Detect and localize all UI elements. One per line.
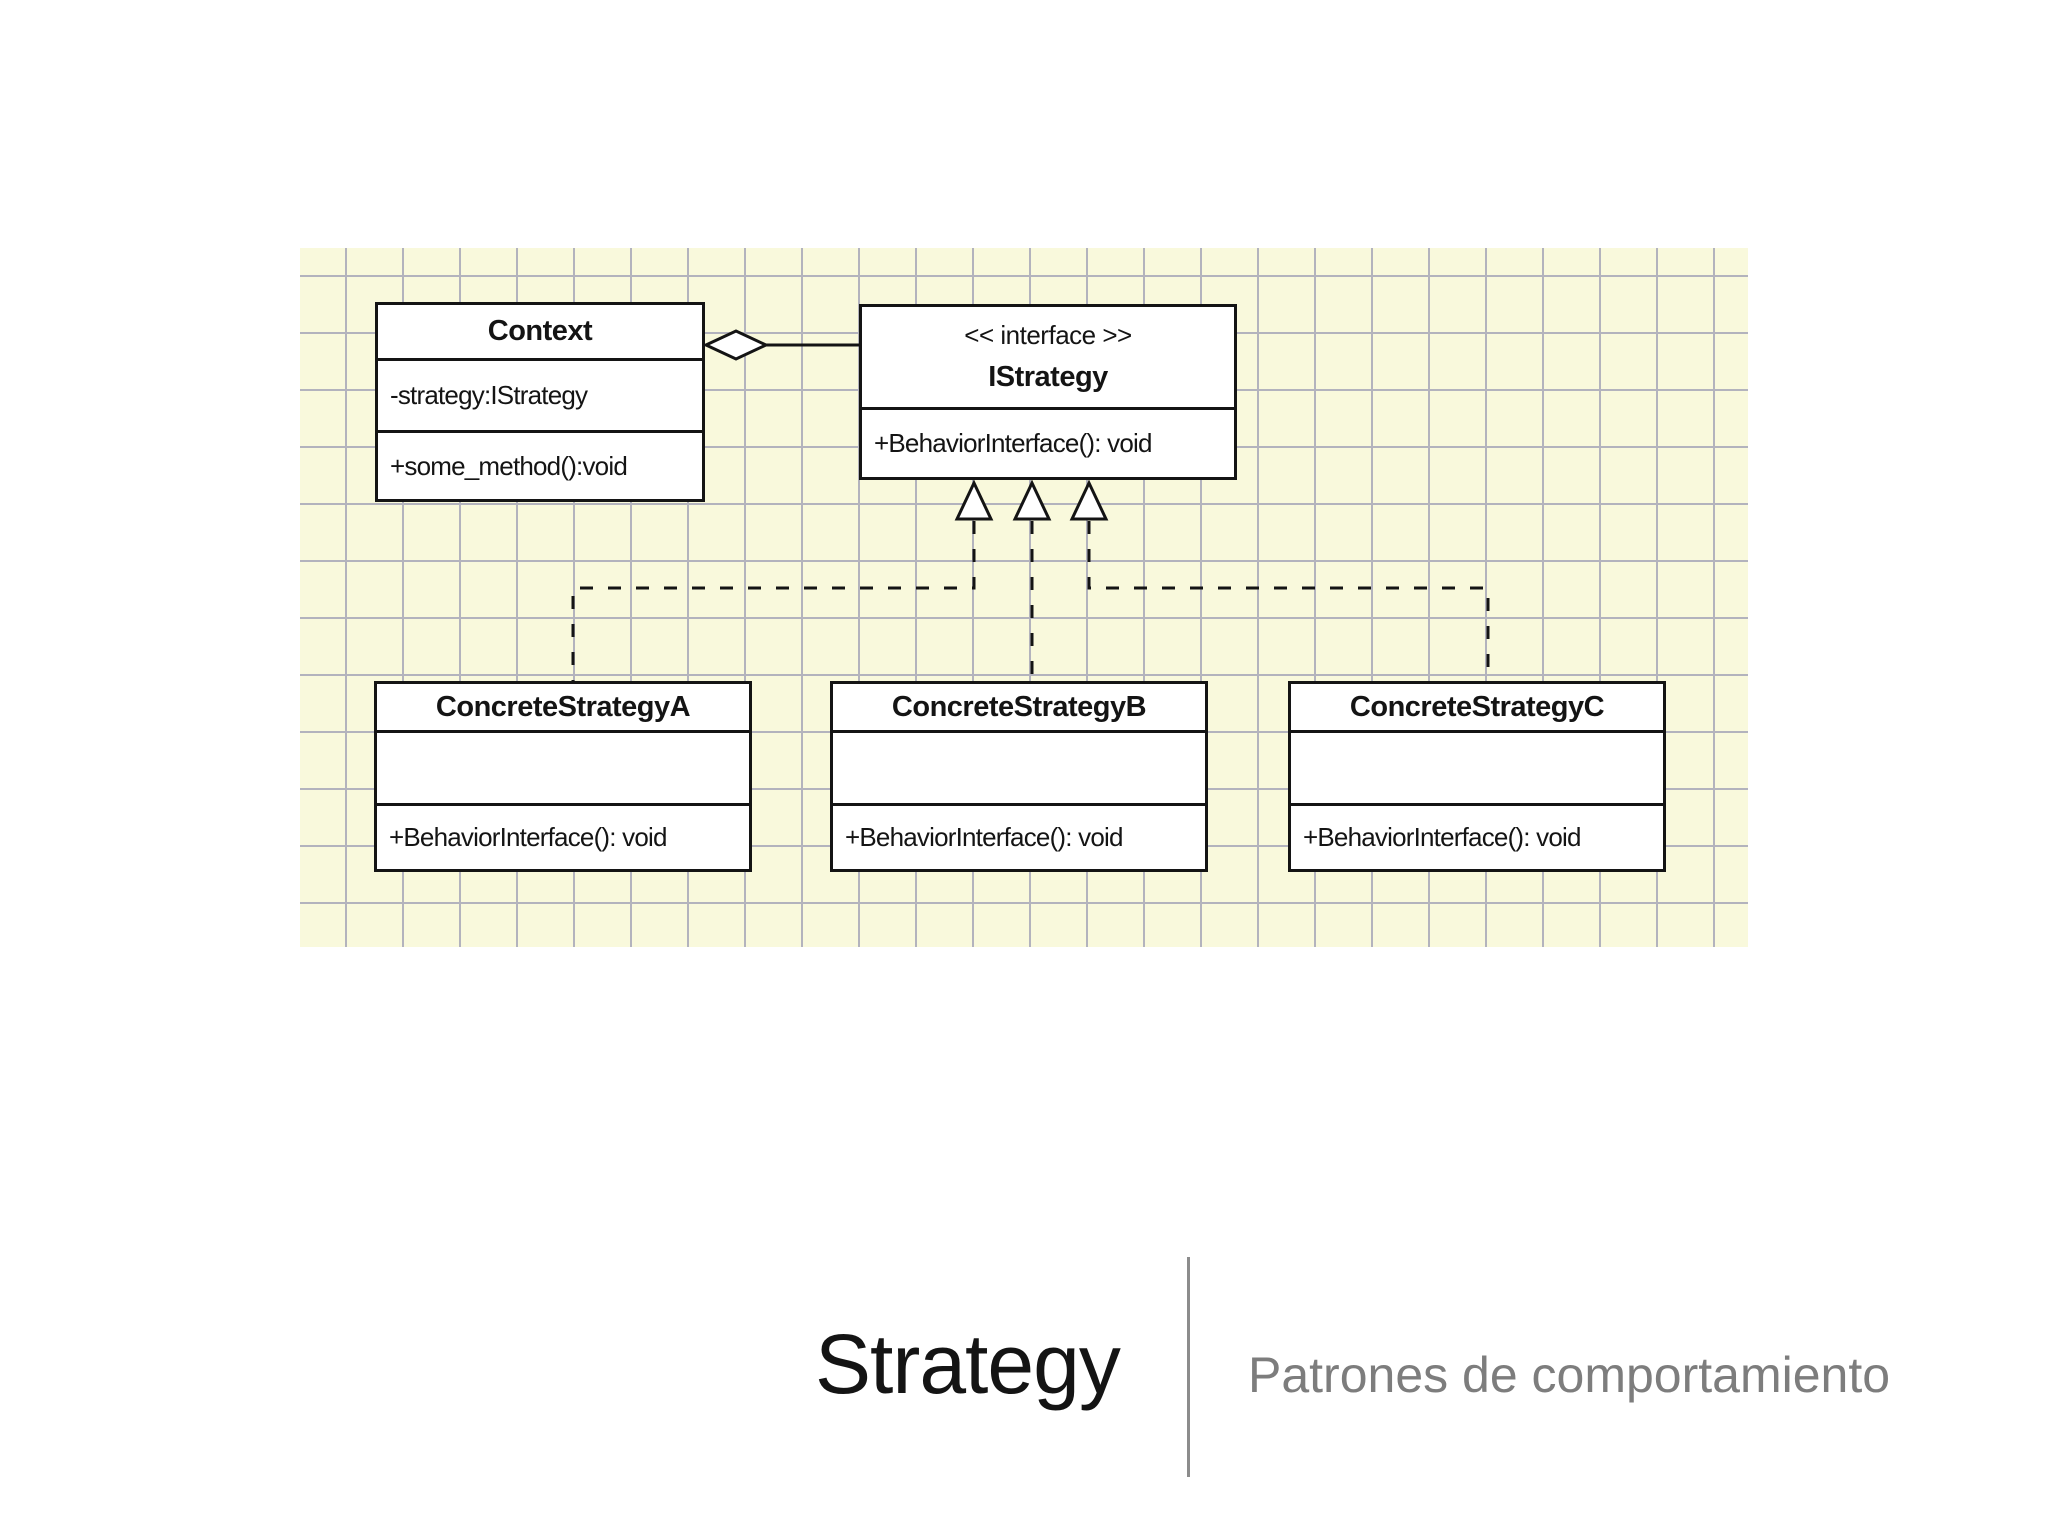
class-attribute-concrete-b — [833, 730, 1205, 803]
interface-stereotype: << interface >> — [964, 320, 1132, 350]
realization-triangle-icon — [954, 479, 994, 521]
realization-dashed-line-a — [571, 521, 976, 681]
class-attribute-context: -strategy:IStrategy — [378, 358, 702, 430]
class-attribute-concrete-a — [377, 730, 749, 803]
slide-title: Strategy — [815, 1317, 1121, 1411]
class-name-istrategy: IStrategy — [988, 361, 1108, 393]
slide-subtitle: Patrones de comportamiento — [1248, 1347, 1891, 1403]
class-box-concrete-a: ConcreteStrategyA +BehaviorInterface(): … — [374, 681, 752, 872]
class-method-istrategy: +BehaviorInterface(): void — [862, 407, 1234, 477]
class-name-context: Context — [487, 315, 593, 347]
class-method-context: +some_method():void — [378, 430, 702, 499]
class-attribute-concrete-c — [1291, 730, 1663, 803]
class-box-context: Context -strategy:IStrategy +some_method… — [375, 302, 705, 502]
title-divider — [1187, 1257, 1190, 1477]
class-method-concrete-b: +BehaviorInterface(): void — [833, 803, 1205, 869]
realization-triangle-icon — [1012, 479, 1052, 521]
class-box-concrete-c: ConcreteStrategyC +BehaviorInterface(): … — [1288, 681, 1666, 872]
interface-header: << interface >> IStrategy — [862, 307, 1234, 407]
realization-triangle-icon — [1069, 479, 1109, 521]
class-box-concrete-b: ConcreteStrategyB +BehaviorInterface(): … — [830, 681, 1208, 872]
class-method-concrete-a: +BehaviorInterface(): void — [377, 803, 749, 869]
class-method-concrete-c: +BehaviorInterface(): void — [1291, 803, 1663, 869]
realization-dashed-line-c — [1087, 521, 1490, 681]
class-name-concrete-c: ConcreteStrategyC — [1349, 690, 1605, 723]
class-box-istrategy: << interface >> IStrategy +BehaviorInter… — [859, 304, 1237, 480]
aggregation-diamond-icon — [702, 329, 770, 361]
class-name-concrete-b: ConcreteStrategyB — [891, 690, 1147, 723]
class-name-concrete-a: ConcreteStrategyA — [435, 690, 691, 723]
